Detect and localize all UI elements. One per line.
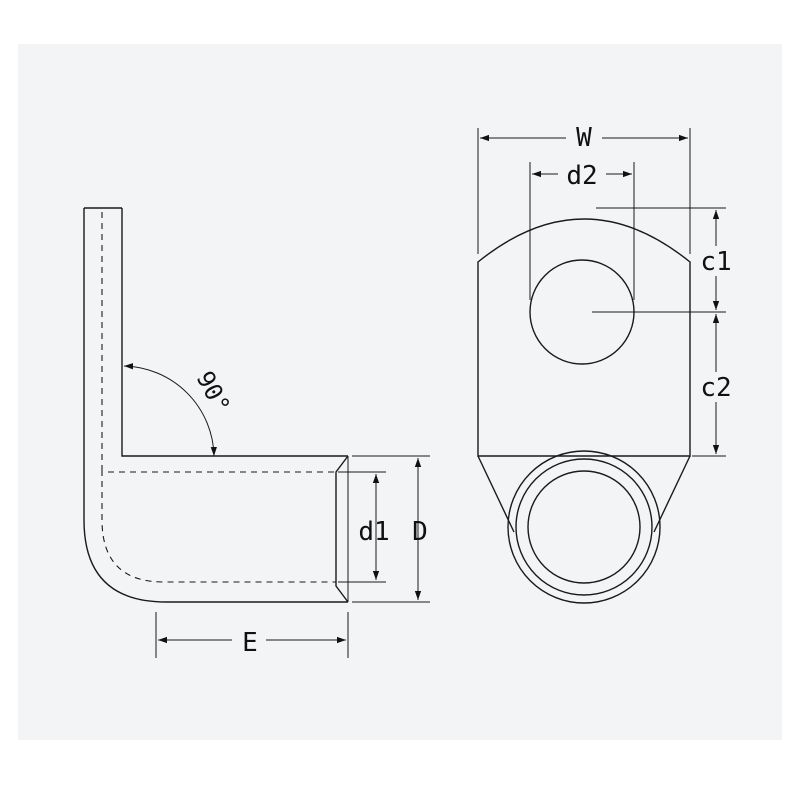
angle-arc: [123, 363, 217, 457]
front-view: W d2 c1 c2: [477, 122, 738, 604]
E-label-mask: [232, 626, 266, 656]
c2-label: c2: [700, 373, 731, 403]
d2-label: d2: [566, 161, 597, 191]
angle-label: 90°: [191, 367, 236, 418]
W-label: W: [576, 123, 592, 153]
c2-label-mask: [694, 372, 738, 402]
lug-outer-outline: [83, 208, 348, 603]
D-label: D: [412, 517, 428, 547]
c1-label: c1: [700, 247, 731, 277]
bore-hidden-line: [101, 470, 336, 583]
barrel-middle-ring: [515, 458, 653, 596]
W-label-mask: [566, 122, 602, 152]
d1-label: d1: [358, 517, 389, 547]
barrel-bore: [527, 470, 641, 584]
E-label: E: [242, 628, 258, 658]
d2-label-mask: [558, 160, 606, 190]
lug-inner-outline: [121, 208, 348, 457]
barrel-outer-ring: [507, 450, 661, 604]
barrel-end: [335, 455, 349, 603]
side-view: 90° d1 D E: [83, 207, 430, 658]
c1-label-mask: [694, 246, 738, 276]
tongue-outline: [477, 218, 691, 457]
